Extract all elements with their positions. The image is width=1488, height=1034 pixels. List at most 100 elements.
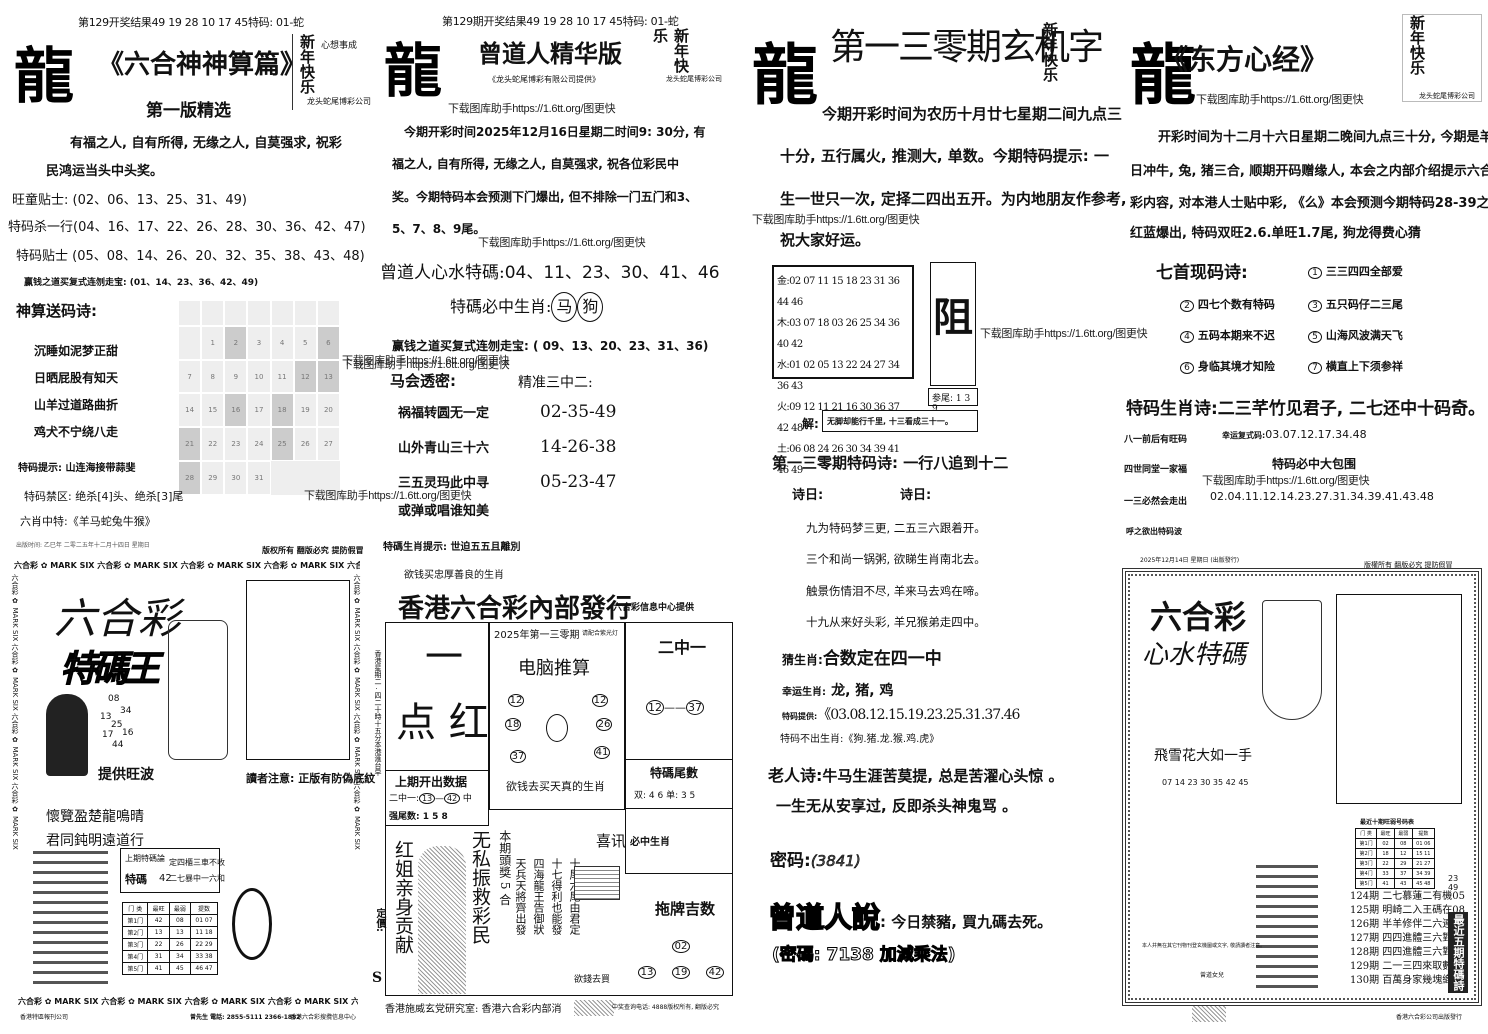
disclaimer: 本人并無在其它刊物刊登玄機圖或文字, 敬請讀者注意。 [1142,943,1266,949]
number: 44 [112,740,124,750]
table-cell: 43 [1393,878,1413,889]
watermark-link[interactable]: 下载图库助手https://1.6tt.org/图更快 [342,355,510,367]
table-cell: 45 [168,962,191,975]
poem-line: 九为特码梦三更, 二五三六跟着开。 [806,521,986,535]
table-header: 最旺 [147,902,170,915]
calendar-day: 22 [201,427,225,462]
table-cell: 08 [1393,838,1413,849]
watermark-link[interactable]: 下载图库助手https://1.6tt.org/图更快 [1196,94,1364,106]
calendar-day: 7 [178,359,202,394]
secret-label: 马会透密: [390,372,456,390]
table-cell: 42 [147,914,170,927]
page-title: 第一三零期玄机字 [830,27,1104,68]
calendar-day: 25 [270,427,294,462]
seven-poem-item: 7 横直上下须参祥 [1308,358,1403,374]
not-zodiac: 特码不出生肖:《狗.猪.龙.猴.鸡.虎》 [780,734,940,745]
table-cell: 29 [1393,858,1413,869]
table-cell: 02 [1376,838,1395,849]
table-header: 最弱 [1393,828,1413,839]
provider-line: 《龙头蛇尾博彩有限公司提供》 [488,75,600,84]
calendar-head [293,300,317,326]
page-title: 《东方心经》 [1160,43,1329,76]
notice-box [574,866,620,900]
calendar-day: 15 [201,393,225,428]
dragon-logo: 龍 [752,37,818,114]
calendar-day: 10 [247,359,271,394]
watermark-link[interactable]: 下载图库助手https://1.6tt.org/图更快 [980,328,1148,340]
copyright-note: 版权所有 翻版必究 提防假冒 [262,546,364,555]
number-badge: 3 [1308,300,1322,312]
watermark-link[interactable]: 下载图库助手https://1.6tt.org/图更快 [1202,475,1370,487]
head-prize: 本期頭獎 5 合 [497,830,512,906]
table-cell: 45 48 [1411,878,1436,889]
element-row: 水:01 02 05 13 22 24 27 34 36 43 [777,360,900,392]
illustration-frame [246,580,350,760]
table-cell: 33 [1376,868,1395,879]
paragraph-line: 日冲牛, 兔, 猪三合, 顺期开码赠缘人, 本会之内部介绍提示六合 [1130,164,1488,179]
calendar-day: 8 [201,359,225,394]
period-line: 129期 二一三四來取數01 [1350,961,1465,972]
code-line: 密码:(3841) [770,851,861,871]
side-schedule: 香港星期二 . 四二十時十五分本港滙台早 [374,650,382,776]
price-value: S [372,970,383,986]
center-symbol [546,714,568,742]
element-row: 土:06 08 24 26 30 34 39 41 46 49 [777,444,900,476]
prize-poem: 十尾六尾由君定十七得利也能發四海龍王告御狀天兵天將齊出發 [514,858,581,935]
element-row: 火:09 12 11 21 16 30 36 37 42 48 [777,402,900,434]
calendar-day: 14 [178,393,202,428]
watermark-link[interactable]: 下载图库助手https://1.6tt.org/图更快 [478,237,646,249]
barcode [574,1000,614,1016]
calendar-day: 18 [270,393,294,428]
win-combo: 赢钱之道买复式连刎走宝: (01、14、23、36、42、49) [24,278,259,288]
poem-title: 第一三零期特码诗: 一行八追到十二 [772,454,1009,472]
internal-issue-banner: 香港六合彩內部發行 [398,594,633,624]
zeng-code: (密碼: 7138 加減乘法) [772,945,956,966]
table-cell: 33 38 [189,950,219,963]
paragraph-line: 生一世只一次, 定择二四出五开。为内地朋友作参考, [780,190,1127,208]
footer-publisher: 香港特區報刊公司 [20,1014,69,1021]
must-bag: 特码必中大包围 [1272,457,1357,471]
table-cell: 第5门 [1354,878,1378,889]
number-badge: 7 [1308,362,1322,374]
calendar-day: 24 [247,427,271,462]
period-line: 125期 明崎二入王碼在08 [1350,905,1465,916]
table-cell: 21 27 [1411,858,1436,869]
table-cell: 第4门 [1354,868,1378,879]
page-title: 曾道人精华版 [478,40,622,68]
red-sister-text: 红姐亲身贡献 [392,840,414,954]
watermark-link[interactable]: 下载图库助手https://1.6tt.org/图更快 [752,214,920,226]
drag-number: 13 [638,966,656,979]
recent-table-title: 最近十期旺弱号码表 [1360,819,1415,826]
secret-line: 祸福转圆无一定 [398,406,490,421]
calendar-day: 3 [247,325,271,360]
watermark-link[interactable]: 下载图库助手https://1.6tt.org/图更快 [304,490,472,502]
lucky-zodiac: 幸运生肖: 龙, 猪, 鸡 [782,683,894,699]
table-cell: 34 39 [1411,868,1436,879]
calendar-day: 19 [293,393,317,428]
number-badge: 2 [1180,300,1194,312]
seven-poem-item: 5 山海风波满天飞 [1308,327,1403,343]
seven-poem-item: 6 身临其境才知险 [1180,358,1275,374]
footer-center: 香港六合彩搜攬信息中心 [290,1014,357,1021]
publish-date: 出版时间: 乙巳年 二零二五年十二月十四日 星期日 [16,542,150,549]
table-cell: 第2门 [121,926,149,939]
watermark-link[interactable]: 下载图库助手https://1.6tt.org/图更快 [448,103,616,115]
calendar-day: 11 [270,359,294,394]
calendar-day: 5 [293,325,317,360]
table-cell: 第2门 [1354,848,1378,859]
table-cell: 18 [1376,848,1395,859]
table-cell: 41 [1376,878,1395,889]
lucky-combo: 幸运复式码:03.07.12.17.34.48 [1222,428,1367,441]
poem-label: 诗日: [900,488,932,503]
element-row: 木:03 07 18 03 26 25 34 36 40 42 [777,318,900,350]
mystery-char-box: 阻 [930,262,976,386]
must-zodiac-panel: 必中生肖 [625,808,733,874]
watermark-link[interactable]: 下载图库助手https://1.6tt.org/图更快 [342,359,510,371]
page-title: 《六合神神算篇》 [98,50,307,80]
table-cell: 第4门 [121,950,149,963]
drag-number: 19 [672,966,690,979]
reader-notice: 讀者注意: 正版有防偽底紋 [246,772,376,785]
